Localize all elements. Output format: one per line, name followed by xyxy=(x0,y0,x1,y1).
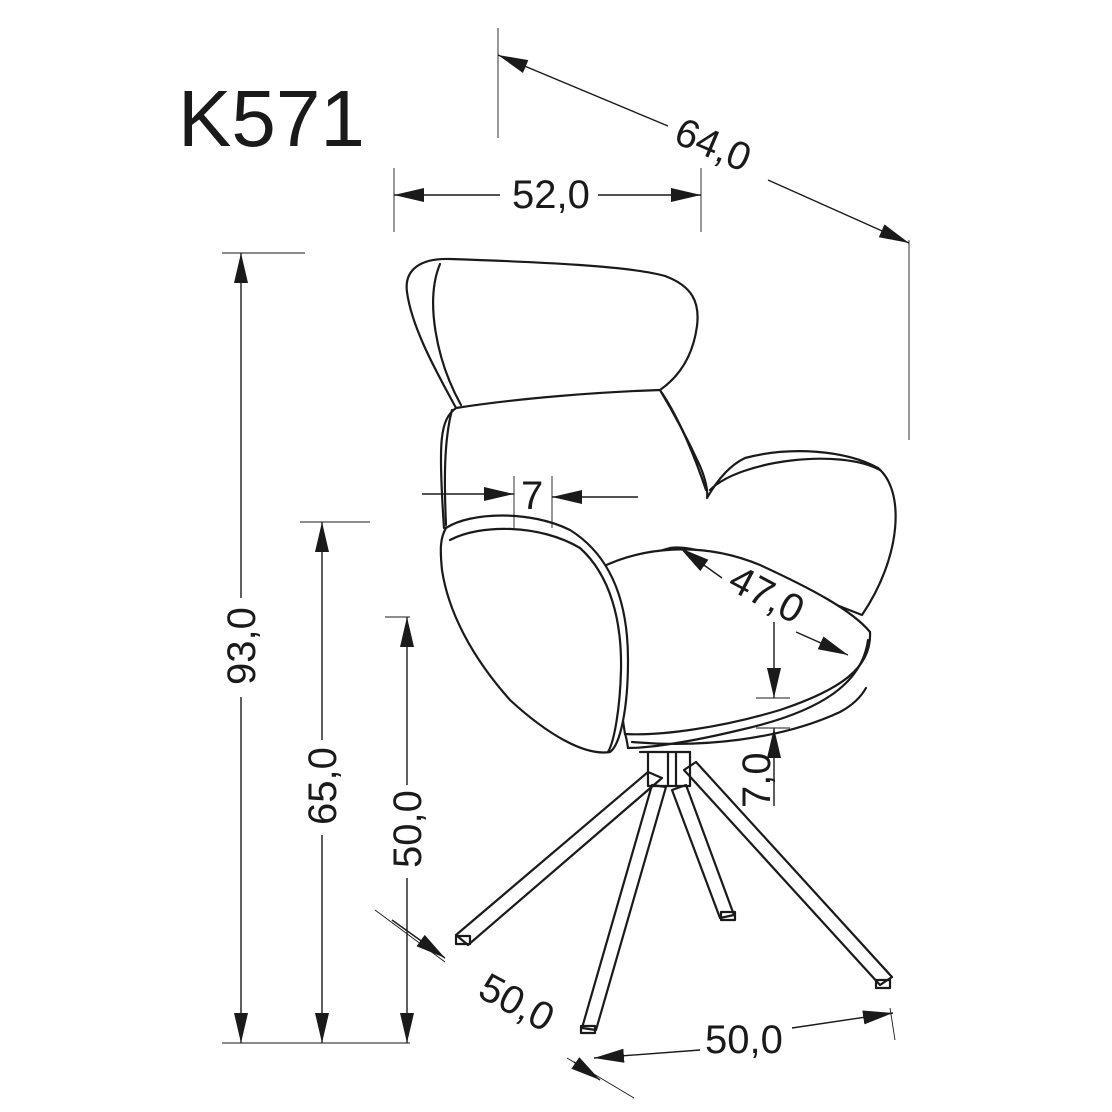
dimension-lines xyxy=(222,28,910,1099)
dim-seat-height: 50,0 xyxy=(386,790,430,868)
dim-base-width: 50,0 xyxy=(705,1018,783,1062)
dim-seat-thickness: 7,0 xyxy=(735,752,779,808)
dim-armrest-width: 7 xyxy=(521,474,543,518)
dim-base-depth: 50,0 xyxy=(472,965,561,1040)
dim-overall-depth: 64,0 xyxy=(668,110,757,181)
dim-armrest-height: 65,0 xyxy=(301,747,345,825)
dim-total-height: 93,0 xyxy=(220,607,264,685)
model-title: K571 xyxy=(178,74,365,163)
chair-illustration xyxy=(405,257,897,1035)
dim-width: 52,0 xyxy=(512,173,590,217)
chair-legs xyxy=(454,750,894,1035)
chair-left-arm xyxy=(439,514,630,754)
